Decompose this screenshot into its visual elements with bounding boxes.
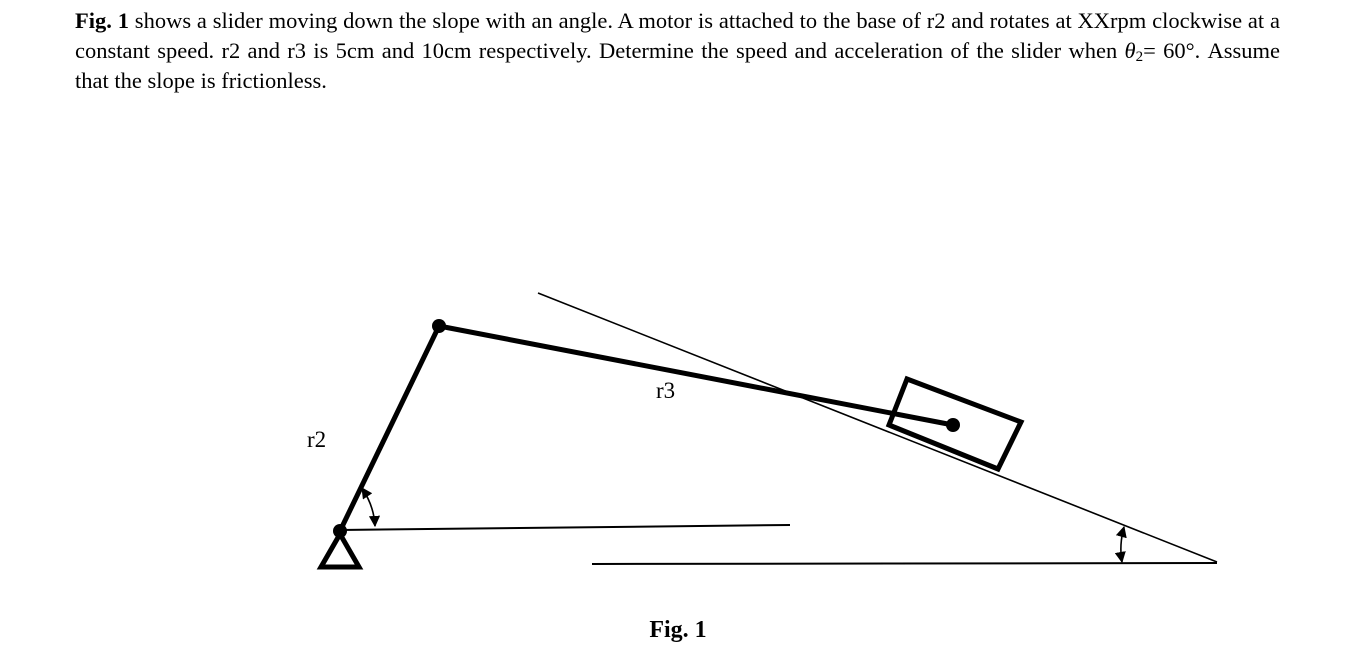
theta2-angle-arrow	[361, 487, 381, 528]
slope-line	[537, 292, 1218, 563]
theta-subscript: 2	[1135, 49, 1144, 65]
link-r3	[438, 323, 954, 428]
label-r3: r3	[656, 378, 675, 403]
problem-text-part2: = 60°. Assume that the slope is friction…	[75, 38, 1281, 93]
slope-angle-arrow	[1114, 525, 1127, 564]
theta-symbol: θ	[1124, 38, 1136, 63]
problem-statement: Fig. 1 shows a slider moving down the sl…	[75, 6, 1280, 96]
figure-caption: Fig. 1	[649, 617, 707, 643]
joint-slider	[946, 418, 960, 432]
base-reference-line	[339, 524, 791, 531]
label-r2: r2	[307, 427, 326, 452]
slider-block	[885, 375, 1025, 473]
joint-crank-rod	[432, 319, 446, 333]
problem-text-part1: shows a slider moving down the slope wit…	[75, 8, 1280, 63]
ground-line	[591, 562, 1218, 565]
figure-reference: Fig. 1	[75, 8, 129, 33]
link-r2	[337, 324, 442, 533]
pivot-support	[316, 528, 364, 570]
